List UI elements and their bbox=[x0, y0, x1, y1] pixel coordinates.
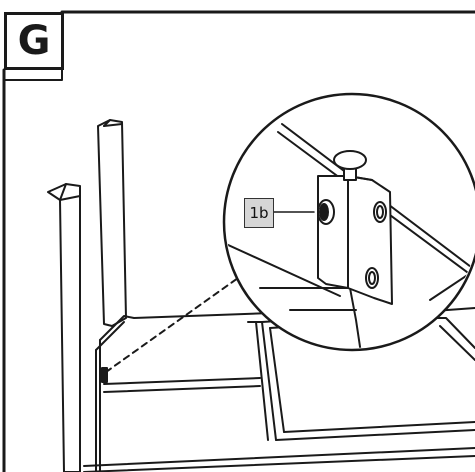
panel-frame bbox=[2, 10, 475, 472]
latch-bracket bbox=[317, 175, 393, 305]
leader-dashed-line bbox=[105, 277, 239, 373]
part-1b-pin bbox=[317, 199, 335, 225]
table-apron bbox=[83, 311, 475, 472]
step-badge: G bbox=[4, 12, 64, 70]
latch-knob bbox=[333, 150, 367, 181]
table-leg-rear bbox=[97, 119, 127, 327]
detail-view bbox=[226, 123, 475, 348]
step-letter: G bbox=[17, 18, 51, 64]
part-callout-label: 1b bbox=[244, 198, 274, 228]
bolt-marker bbox=[101, 367, 108, 383]
table-leg-left bbox=[47, 183, 81, 472]
